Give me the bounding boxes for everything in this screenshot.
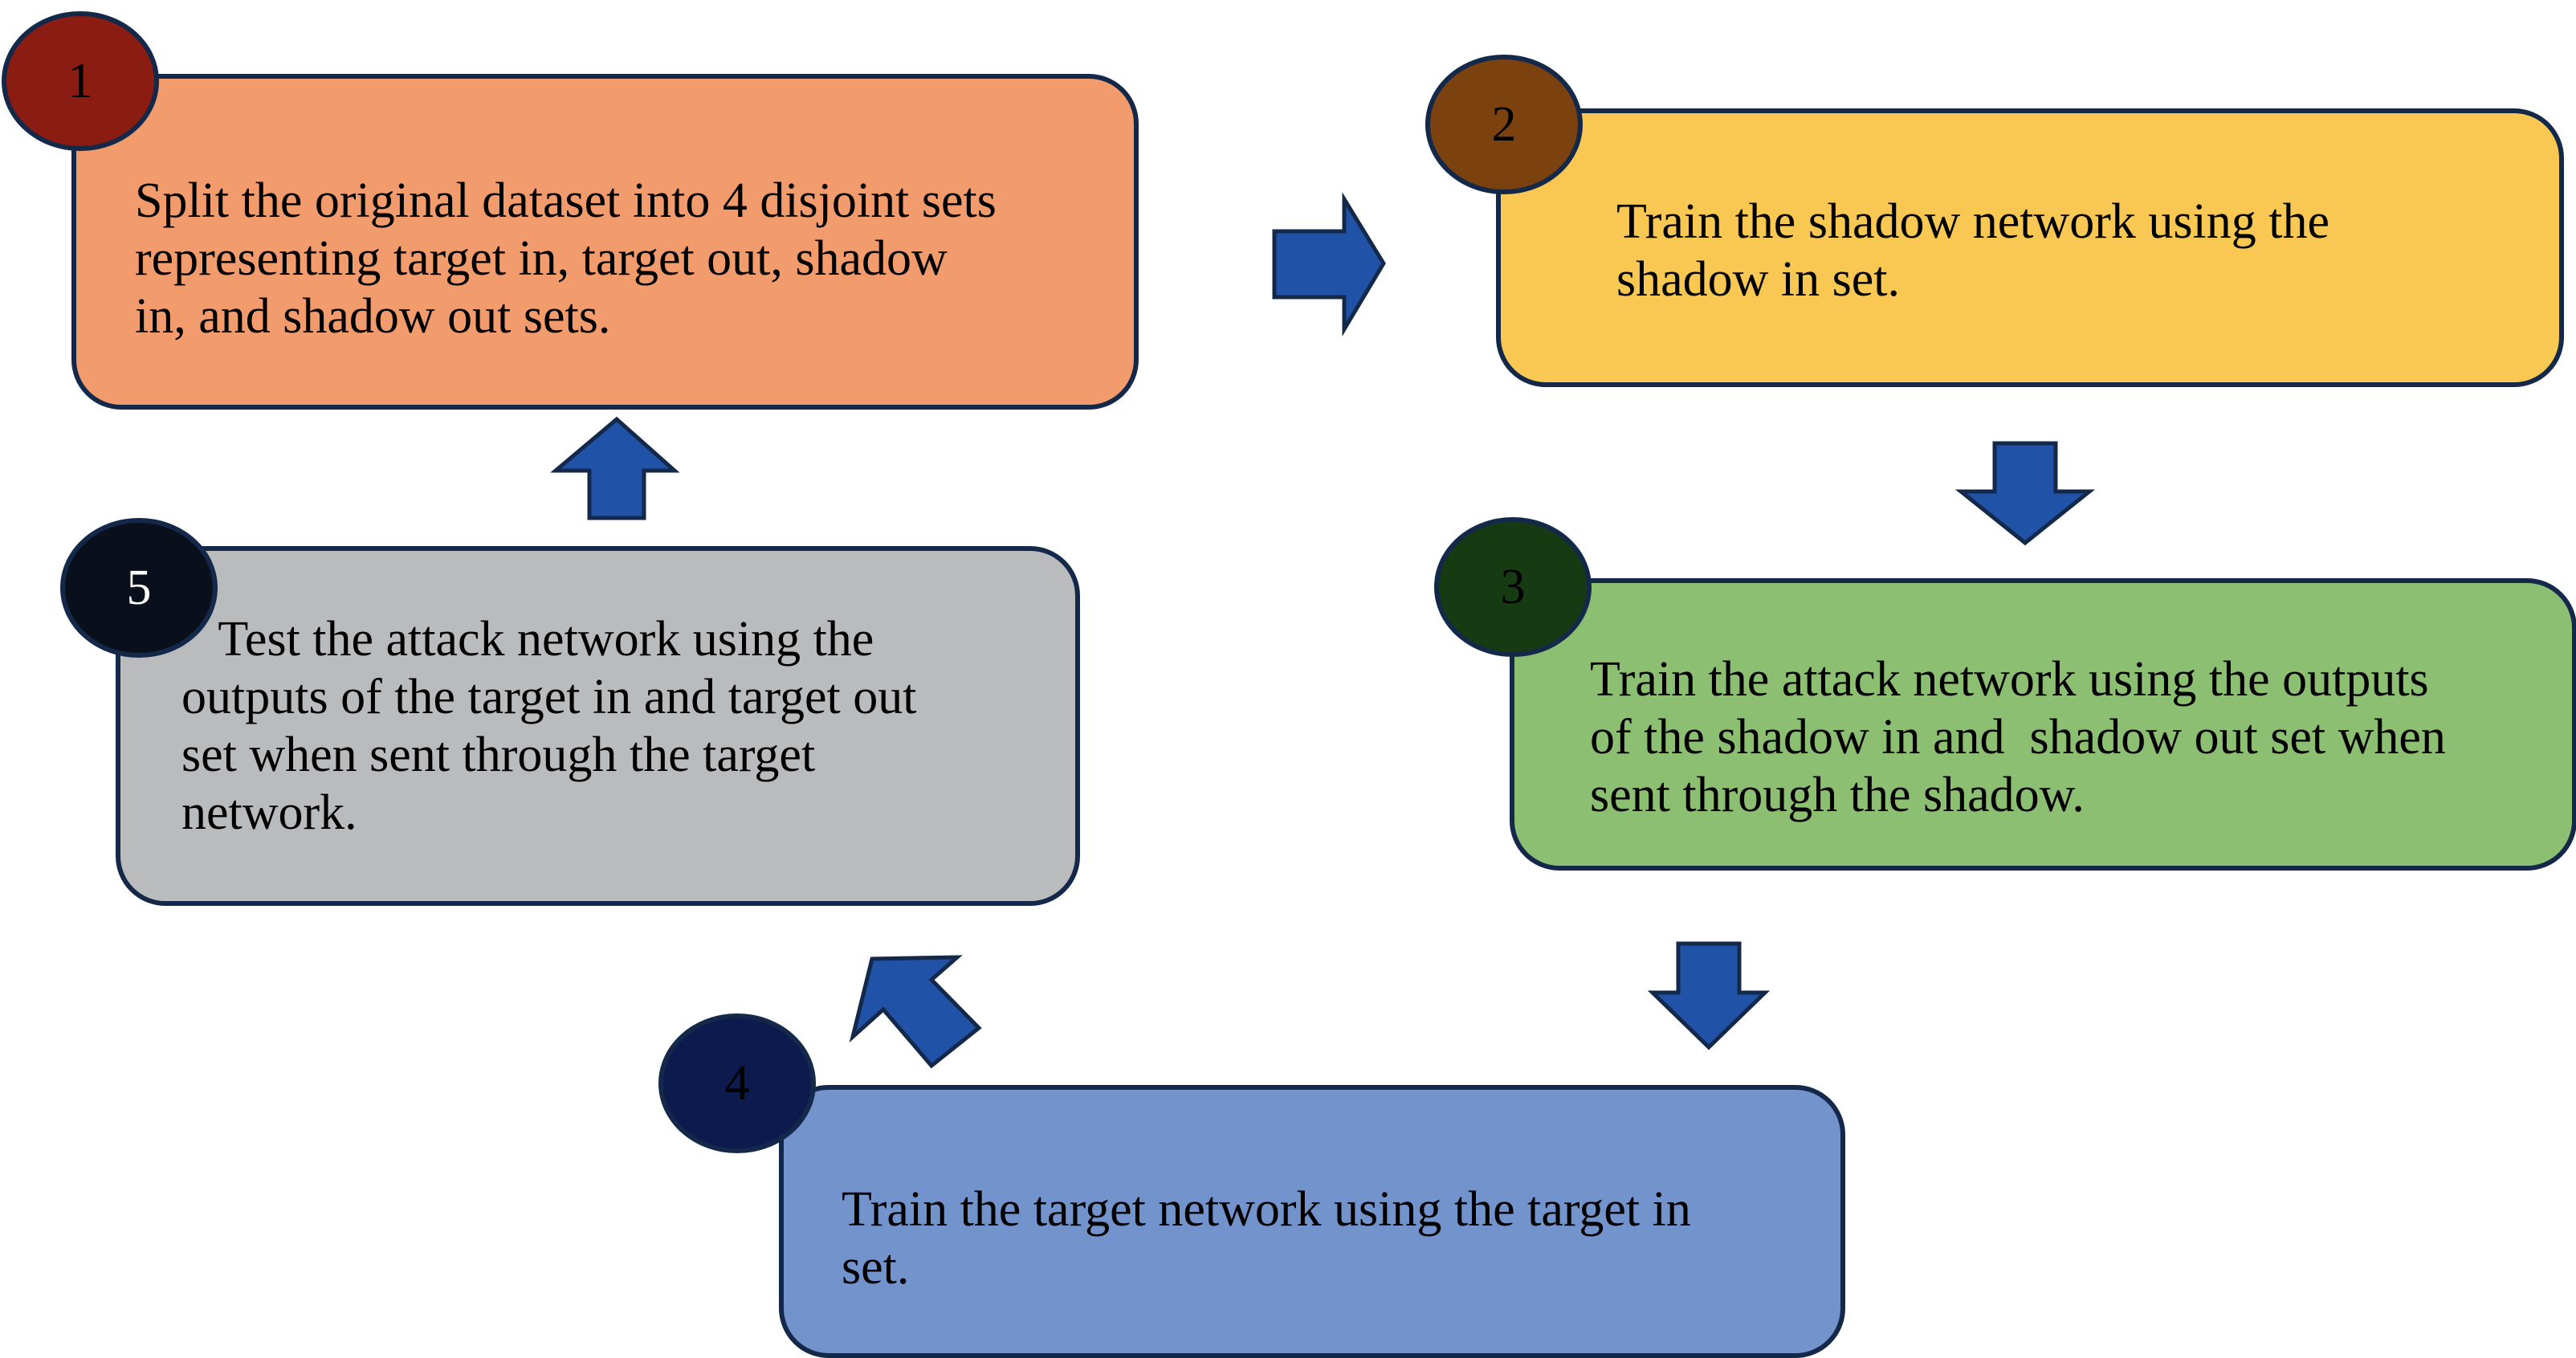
step-3-text: Train the attack network using the outpu… <box>1590 652 2446 822</box>
arrow-step-2-to-3 <box>1954 441 2096 546</box>
step-1-box <box>71 74 1139 410</box>
step-5-box <box>116 546 1080 906</box>
step-1-number-badge: 1 <box>2 11 159 151</box>
step-4-box <box>779 1085 1845 1358</box>
arrow-step-1-to-2 <box>1272 192 1386 337</box>
step-2-text: Train the shadow network using the shado… <box>1616 194 2330 307</box>
step-2-box <box>1496 108 2564 387</box>
arrow-step-4-to-5 <box>849 955 982 1069</box>
step-1-text: Split the original dataset into 4 disjoi… <box>135 173 997 344</box>
step-2-number-badge: 2 <box>1425 55 1583 194</box>
step-4-text: Train the target network using the targe… <box>842 1182 1691 1295</box>
arrow-step-5-to-1 <box>550 416 680 520</box>
step-3-box <box>1510 578 2576 871</box>
step-5-text: Test the attack network using the output… <box>181 612 917 840</box>
step-4-number-badge: 4 <box>658 1013 816 1153</box>
step-5-number-badge: 5 <box>60 518 218 658</box>
arrow-step-3-to-4 <box>1647 941 1771 1050</box>
step-3-number-badge: 3 <box>1434 517 1592 657</box>
